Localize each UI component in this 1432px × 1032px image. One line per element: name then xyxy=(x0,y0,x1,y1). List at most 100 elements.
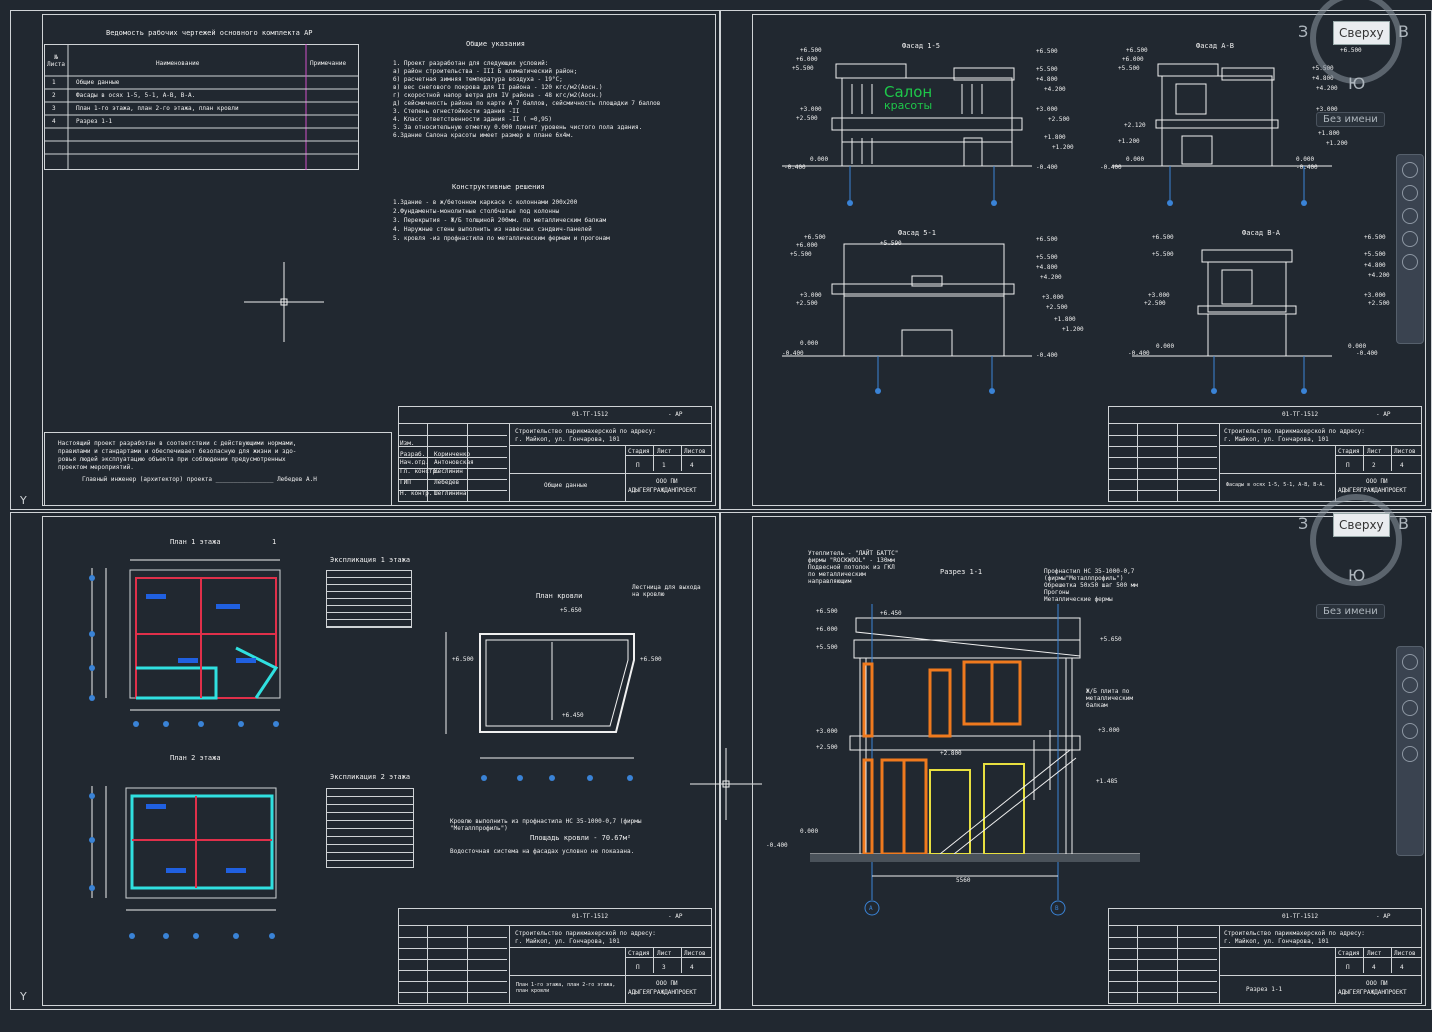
plan1-title: План 1 этажа xyxy=(170,538,221,546)
navigation-bar[interactable] xyxy=(1396,154,1424,344)
stamp-address: г. Майкоп, ул. Гончарова, 101 xyxy=(1224,938,1329,945)
table-row-name: Фасады в осях 1-5, 5-1, А-В, В-А. xyxy=(76,92,196,99)
stamp-code: 01-ТГ-1512 xyxy=(572,411,609,418)
stamp-sheets: 4 xyxy=(1400,462,1404,469)
axis-label: В xyxy=(1055,905,1059,912)
roof-area: Площадь кровли - 70.67м² xyxy=(530,834,632,842)
table-row-num: 4 xyxy=(52,118,56,125)
roof-note: Кровлю выполнить из профнастила НС 35-10… xyxy=(450,818,642,832)
stamp-address: г. Майкоп, ул. Гончарова, 101 xyxy=(1224,436,1329,443)
stamp-stage-head: Стадия xyxy=(1338,448,1360,455)
stamp-caption: Фасады в осях 1-5, 5-1, А-В, В-А. xyxy=(1226,482,1326,488)
stamp-org: АДЫГЕЯГРАЖДАНПРОЕКТ xyxy=(1338,989,1407,996)
section-drawing xyxy=(810,604,1140,916)
pan-icon[interactable] xyxy=(1402,185,1418,201)
zoom-icon[interactable] xyxy=(1402,700,1418,716)
stamp-stage-head: Стадия xyxy=(1338,950,1360,957)
stamp-caption: План 1-го этажа, план 2-го этажа, план к… xyxy=(516,982,616,994)
sheet-list-title: Ведомость рабочих чертежей основного ком… xyxy=(106,29,313,37)
table-row-name: Общие данные xyxy=(76,79,120,86)
sheet-4-frame xyxy=(752,516,1426,1006)
salon-sign: Салон красоты xyxy=(884,83,933,112)
showmotion-icon[interactable] xyxy=(1402,746,1418,762)
axis-label: А xyxy=(869,905,873,912)
ucs-icon: Y xyxy=(20,990,27,1003)
stamp-org: АДЫГЕЯГРАЖДАНПРОЕКТ xyxy=(628,487,697,494)
orbit-icon[interactable] xyxy=(1402,723,1418,739)
explication-1-table xyxy=(326,570,412,628)
steering-wheel-icon[interactable] xyxy=(1402,162,1418,178)
stamp-caption: Разрез 1-1 xyxy=(1246,986,1283,993)
stamp-caption: Общие данные xyxy=(544,482,588,489)
stamp-mark: - АР xyxy=(1376,411,1391,418)
crosshair-cursor xyxy=(244,262,324,342)
orbit-icon[interactable] xyxy=(1402,231,1418,247)
viewcube-east[interactable]: В xyxy=(1398,514,1409,533)
general-notes-title: Общие указания xyxy=(466,40,526,48)
stamp-sheet-number: 2 xyxy=(1372,462,1376,469)
table-head-num: № Листа xyxy=(46,54,66,68)
stamp-address: Строительство парикмахерской по адресу: xyxy=(515,428,656,435)
zoom-icon[interactable] xyxy=(1402,208,1418,224)
stamp-address: г. Майкоп, ул. Гончарова, 101 xyxy=(515,436,620,443)
stamp-sheet-head: Лист xyxy=(1367,448,1382,455)
title-block-2 xyxy=(1108,406,1422,502)
roof-plan-title: План кровли xyxy=(536,592,583,600)
stamp-code: 01-ТГ-1512 xyxy=(1282,411,1319,418)
title-block-1 xyxy=(398,406,712,502)
sheet-1 xyxy=(10,10,720,510)
table-head-name: Наименование xyxy=(156,60,200,67)
named-view-dropdown[interactable]: Без имени xyxy=(1316,604,1385,619)
facade-drawings xyxy=(782,63,1332,394)
roof-level: +6.450 xyxy=(562,712,584,719)
stamp-stage: П xyxy=(1346,964,1350,971)
roof-note: Водосточная система на фасадах условно н… xyxy=(450,848,635,855)
stamp-code: 01-ТГ-1512 xyxy=(1282,913,1319,920)
stamp-sheet-number: 4 xyxy=(1372,964,1376,971)
navigation-bar[interactable] xyxy=(1396,646,1424,856)
stamp-code: 01-ТГ-1512 xyxy=(572,913,609,920)
stamp-sheets: 4 xyxy=(690,462,694,469)
stamp-address: г. Майкоп, ул. Гончарова, 101 xyxy=(515,938,620,945)
viewcube-top-face[interactable]: Сверху xyxy=(1333,513,1390,537)
facade-title: Фасад В-А xyxy=(1242,229,1280,237)
roof-level: +6.500 xyxy=(452,656,474,663)
viewcube-west[interactable]: З xyxy=(1298,514,1309,533)
pan-icon[interactable] xyxy=(1402,677,1418,693)
stamp-address: Строительство парикмахерской по адресу: xyxy=(515,930,656,937)
stamp-org: ООО ПИ xyxy=(656,980,678,987)
stamp-sheets-head: Листов xyxy=(1394,950,1416,957)
stamp-stage: П xyxy=(1346,462,1350,469)
explication-1-title: Экспликация 1 этажа xyxy=(330,556,411,564)
stamp-sheet-number: 1 xyxy=(662,462,666,469)
viewcube-top-face[interactable]: Сверху xyxy=(1333,21,1390,45)
viewcube-south[interactable]: Ю xyxy=(1348,74,1366,93)
showmotion-icon[interactable] xyxy=(1402,254,1418,270)
stamp-org: АДЫГЕЯГРАЖДАНПРОЕКТ xyxy=(628,989,697,996)
viewcube-south[interactable]: Ю xyxy=(1348,566,1366,585)
named-view-dropdown[interactable]: Без имени xyxy=(1316,112,1385,127)
stamp-address: Строительство парикмахерской по адресу: xyxy=(1224,428,1365,435)
facade-title: Фасад 1-5 xyxy=(902,42,940,50)
floor-plans xyxy=(89,559,281,939)
crosshair-cursor xyxy=(690,748,762,820)
stamp-sheet-number: 3 xyxy=(662,964,666,971)
steering-wheel-icon[interactable] xyxy=(1402,654,1418,670)
table-row-name: План 1-го этажа, план 2-го этажа, план к… xyxy=(76,105,239,112)
table-head-note: Примечание xyxy=(310,60,347,67)
sheet-2-frame xyxy=(752,14,1426,506)
stamp-sheets: 4 xyxy=(1400,964,1404,971)
table-row-num: 3 xyxy=(52,105,56,112)
ucs-icon: Y xyxy=(20,494,27,507)
viewcube-ring[interactable] xyxy=(1310,494,1402,586)
viewcube-east[interactable]: В xyxy=(1398,22,1409,41)
title-block-4 xyxy=(1108,908,1422,1004)
facade-title: Фасад 5-1 xyxy=(898,229,936,237)
viewcube-west[interactable]: З xyxy=(1298,22,1309,41)
sheet-list-table xyxy=(44,44,359,170)
viewcube-ring[interactable] xyxy=(1310,0,1402,84)
stamp-org: АДЫГЕЯГРАЖДАНПРОЕКТ xyxy=(1338,487,1407,494)
table-row-num: 1 xyxy=(52,79,56,86)
stamp-mark: - АР xyxy=(668,913,683,920)
